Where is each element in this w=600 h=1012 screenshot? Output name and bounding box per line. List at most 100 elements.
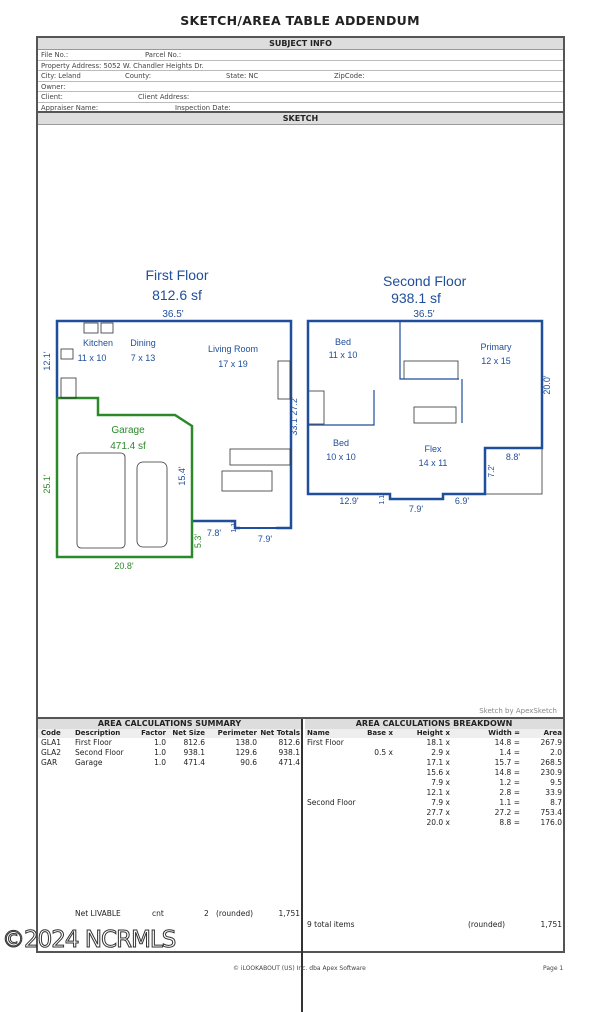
bed2-size: 10 x 10 bbox=[326, 452, 356, 462]
summary-cell: 90.6 bbox=[240, 758, 257, 767]
garage-walls bbox=[55, 396, 194, 559]
breakdown-cell: 1.1 = bbox=[499, 798, 520, 807]
breakdown-total-row: 9 total items (rounded) 1,751 bbox=[305, 920, 563, 930]
file-no: File No.: bbox=[41, 51, 69, 59]
garage-area: 471.4 sf bbox=[110, 441, 146, 452]
col-area: Area bbox=[543, 729, 562, 737]
dining-label: Dining bbox=[130, 338, 156, 348]
stair-dim-8-8: 8.8' bbox=[506, 452, 521, 462]
net-livable-total: 1,751 bbox=[278, 909, 300, 918]
parcel-no: Parcel No.: bbox=[145, 51, 182, 59]
stair-dim-7-2: 7.2' bbox=[487, 464, 496, 477]
client: Client: bbox=[41, 93, 63, 101]
breakdown-cell: 12.1 x bbox=[426, 788, 450, 797]
summary-cell: 138.0 bbox=[235, 738, 257, 747]
breakdown-cell: 7.9 x bbox=[431, 798, 450, 807]
subject-row-address: Property Address: 5052 W. Chandler Heigh… bbox=[38, 61, 563, 71]
col-perimeter: Perimeter bbox=[217, 729, 257, 737]
subject-row-city: City: Leland County: State: NC ZipCode: bbox=[38, 71, 563, 82]
breakdown-cell: 2.0 bbox=[550, 748, 562, 757]
truck-icon bbox=[76, 452, 126, 549]
net-livable-label: Net LIVABLE bbox=[75, 909, 121, 918]
summary-cell: 471.4 bbox=[278, 758, 300, 767]
cnt-label: cnt bbox=[152, 909, 164, 918]
second-dim-12-9: 12.9' bbox=[339, 496, 359, 506]
col-factor: Factor bbox=[141, 729, 166, 737]
copyright: © iLOOKABOUT (US) Inc. dba Apex Software bbox=[233, 965, 366, 972]
first-inner-dim: 15.4' bbox=[177, 466, 187, 486]
first-right-dim: 33.1' bbox=[289, 416, 299, 436]
breakdown-cell: First Floor bbox=[307, 738, 344, 747]
ncrmls-watermark: ©2024 NCRMLS bbox=[1, 927, 176, 954]
breakdown-cell: 268.5 bbox=[540, 758, 562, 767]
breakdown-cell: 230.9 bbox=[540, 768, 562, 777]
state: State: NC bbox=[226, 72, 259, 80]
subject-row-file: File No.: Parcel No.: bbox=[38, 50, 563, 61]
second-floor-walls bbox=[306, 319, 544, 501]
breakdown-cell: 15.6 x bbox=[426, 768, 450, 777]
apexsketch-credit: Sketch by ApexSketch bbox=[479, 707, 557, 715]
summary-cell: 471.4 bbox=[183, 758, 205, 767]
living-label: Living Room bbox=[208, 344, 258, 354]
subject-row-appraiser: Appraiser Name:Inspection Date: bbox=[38, 103, 563, 113]
area-breakdown: AREA CALCULATIONS BREAKDOWN Name Base x … bbox=[305, 719, 563, 1012]
breakdown-cell: 2.9 x bbox=[431, 748, 450, 757]
car-icon bbox=[136, 461, 168, 548]
sketch-area: First Floor 812.6 sf 36.5' Kitchen 11 x … bbox=[38, 125, 563, 719]
owner: Owner: bbox=[41, 82, 66, 91]
breakdown-cell: 2.8 = bbox=[499, 788, 520, 797]
breakdown-cell: Second Floor bbox=[307, 798, 356, 807]
breakdown-cell: 27.7 x bbox=[426, 808, 450, 817]
summary-cell: 812.6 bbox=[278, 738, 300, 747]
primary-label: Primary bbox=[481, 342, 512, 352]
col-name: Name bbox=[307, 729, 330, 737]
summary-cell: GLA1 bbox=[41, 738, 62, 747]
col-net-size: Net Size bbox=[172, 729, 205, 737]
breakdown-cell: 1.2 = bbox=[499, 778, 520, 787]
garage-label: Garage bbox=[111, 425, 145, 436]
inspection-date: Inspection Date: bbox=[175, 103, 231, 112]
breakdown-cell: 15.7 = bbox=[494, 758, 520, 767]
summary-cell: Garage bbox=[75, 758, 103, 767]
garage-left-dim: 25.1' bbox=[42, 474, 52, 494]
first-dim-7-8: 7.8' bbox=[207, 528, 222, 538]
second-right-dim: 20.0' bbox=[542, 375, 552, 395]
subject-info-header: SUBJECT INFO bbox=[38, 38, 563, 50]
client-address: Client Address: bbox=[138, 93, 190, 101]
area-calculations: AREA CALCULATIONS SUMMARY Code Descripti… bbox=[38, 719, 563, 1012]
kitchen-label: Kitchen bbox=[83, 338, 113, 348]
breakdown-cell: 0.5 x bbox=[374, 748, 393, 757]
total-items: 9 total items bbox=[307, 920, 355, 929]
summary-cell: 1.0 bbox=[154, 748, 166, 757]
col-base: Base x bbox=[367, 729, 393, 737]
col-height: Height x bbox=[416, 729, 450, 737]
summary-cell: GLA2 bbox=[41, 748, 62, 757]
breakdown-cell: 20.0 x bbox=[426, 818, 450, 827]
net-livable-row: Net LIVABLE cnt 2 (rounded) 1,751 bbox=[38, 909, 301, 919]
breakdown-cell: 753.4 bbox=[540, 808, 562, 817]
col-width: Width = bbox=[488, 729, 520, 737]
summary-cell: 1.0 bbox=[154, 758, 166, 767]
page-title: SKETCH/AREA TABLE ADDENDUM bbox=[180, 13, 420, 28]
city: City: Leland bbox=[41, 72, 81, 80]
breakdown-total: 1,751 bbox=[540, 920, 562, 929]
summary-cell: Second Floor bbox=[75, 748, 124, 757]
first-floor-area: 812.6 sf bbox=[152, 287, 202, 303]
rounded-label: (rounded) bbox=[216, 909, 254, 918]
livable-count: 2 bbox=[204, 909, 209, 918]
summary-cell: 129.6 bbox=[235, 748, 257, 757]
floor-plan-drawing: First Floor 812.6 sf 36.5' Kitchen 11 x … bbox=[42, 267, 552, 571]
summary-cell: 938.1 bbox=[183, 748, 205, 757]
county: County: bbox=[125, 72, 152, 80]
summary-cell: 1.0 bbox=[154, 738, 166, 747]
sketch-header: SKETCH bbox=[38, 113, 563, 125]
zipcode: ZipCode: bbox=[334, 72, 365, 80]
